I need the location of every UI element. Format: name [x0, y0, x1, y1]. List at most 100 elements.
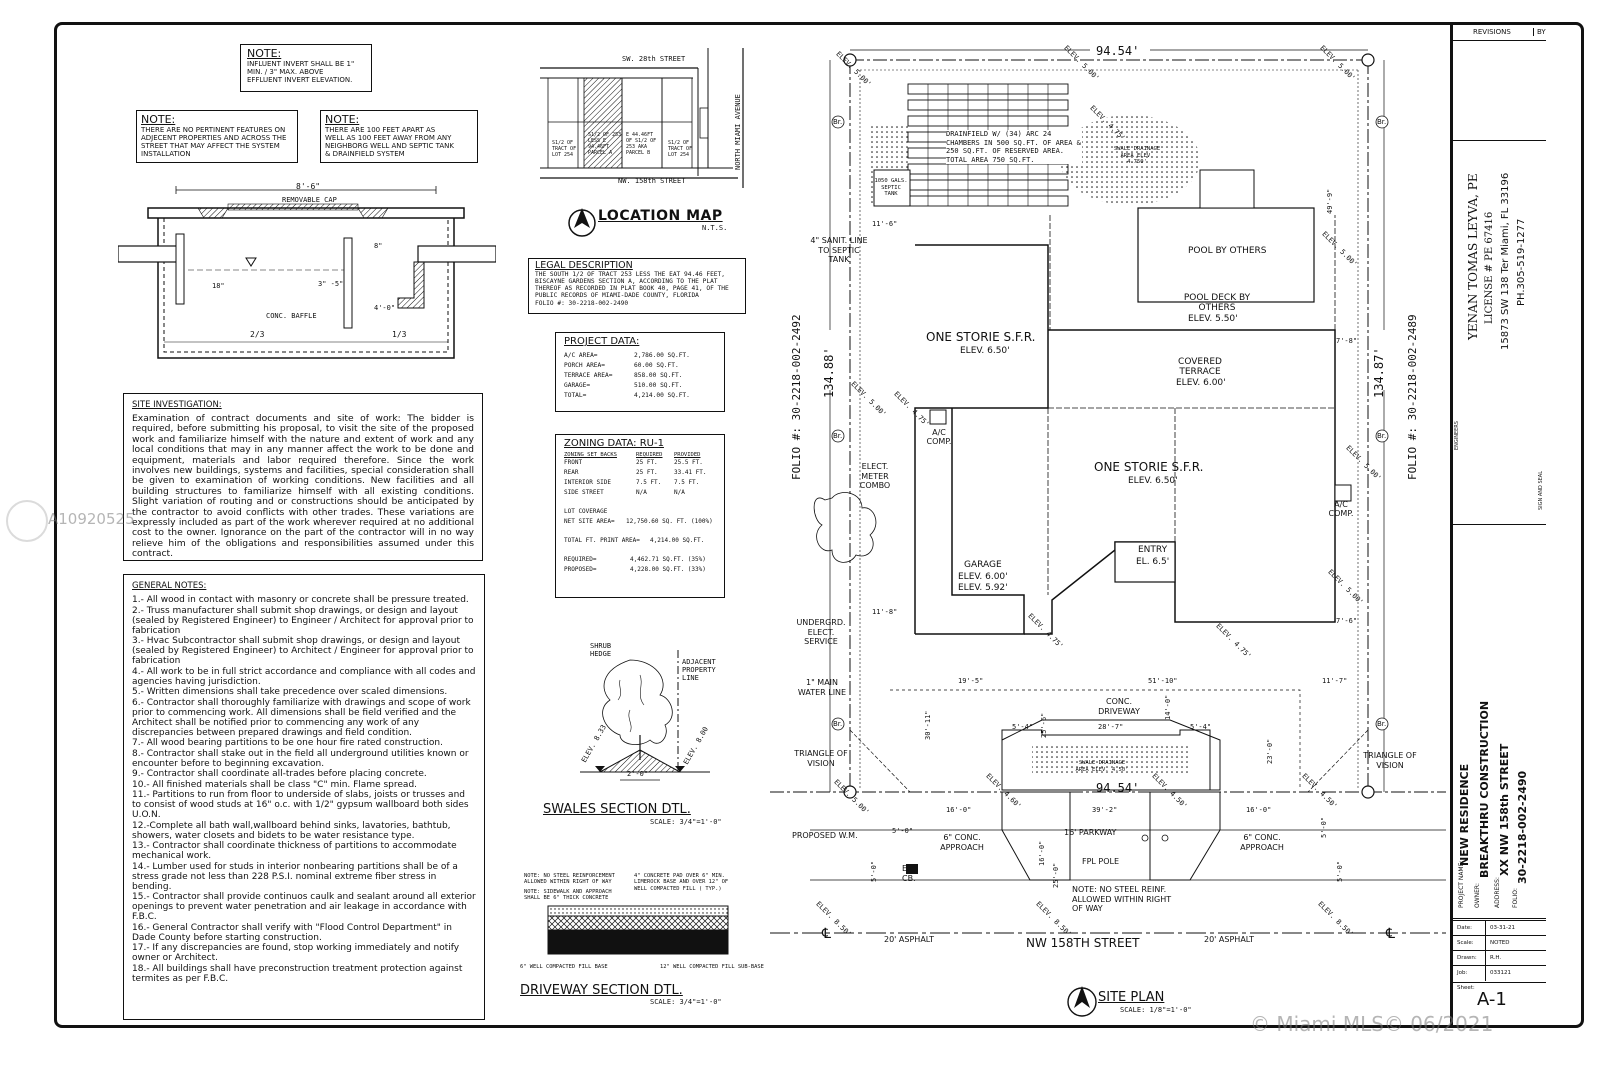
address-label: ADDRESS:	[1494, 877, 1501, 908]
zoning-required: REQUIRED=4,462.71 SQ.FT. (35%)	[564, 556, 716, 563]
legal-line: PUBLIC RECORDS OF MIAMI-DADE COUNTY, FLO…	[535, 292, 699, 300]
general-note-item: 3.- Hvac Subcontractor shall submit shop…	[132, 636, 474, 666]
driveway-note-1: NOTE: NO STEEL REINFORCEMENT ALLOWED WIT…	[524, 873, 615, 886]
zoning-value: 4,228.00 SQ.FT. (33%)	[630, 565, 706, 573]
site-sfr1: ONE STORIE S.F.R.	[926, 330, 1036, 344]
note-pertinent-line: ADJECENT PROPERTIES AND ACROSS THE	[141, 134, 287, 142]
general-notes-title: GENERAL NOTES:	[132, 581, 207, 591]
zoning-cell: N/A	[674, 488, 685, 496]
site-dim: 5'-0"	[892, 827, 914, 835]
note-influent: NOTE: INFLUENT INVERT SHALL BE 1" MIN. /…	[240, 44, 372, 92]
location-lot-2: S1/2 OF 253 LESS E 94.46FT PARCEL A	[588, 132, 622, 156]
engineer-area	[1453, 140, 1546, 141]
general-notes-list: 1.- All wood in contact with masonry or …	[132, 595, 476, 984]
note-hundred-title: NOTE:	[325, 113, 360, 126]
zoning-value: 12,750.60 SQ. FT. (100%)	[626, 517, 713, 525]
site-dim: 30'-11"	[924, 710, 932, 740]
site-bottom-dim: 94.54'	[1096, 781, 1140, 795]
zoning-head-cell: ZONING SET BACKS	[564, 451, 617, 458]
site-asphalt-right: 20' ASPHALT	[1204, 935, 1255, 944]
site-covered-elev: ELEV. 6.00'	[1176, 378, 1226, 388]
site-garage-elev1: ELEV. 6.00'	[958, 572, 1008, 582]
zoning-cell: 33.41 FT.	[674, 468, 707, 476]
site-ac1: A/C COMP.	[926, 428, 952, 446]
note-hundred-line: THERE ARE 100 FEET APART AS	[325, 126, 436, 134]
site-plan-title: SITE PLAN	[1098, 990, 1165, 1005]
site-water: 1" MAIN WATER LINE	[797, 678, 847, 697]
zoning-cell: INTERIOR SIDE	[564, 478, 611, 486]
project-data-value: 858.00 SQ.FT.	[634, 371, 683, 379]
zoning-label: TOTAL FT. PRINT AREA=	[564, 536, 640, 544]
project-data-value: 2,786.00 SQ.FT.	[634, 351, 690, 359]
general-note-item: 8.- Contractor shall stake out in the fi…	[132, 748, 469, 769]
site-triangle-left: TRIANGLE OF VISION	[794, 749, 848, 768]
driveway-base-1: 6" WELL COMPACTED FILL BASE	[520, 964, 608, 970]
site-asphalt-left: 20' ASPHALT	[884, 935, 935, 944]
septic-baffle: CONC. BAFFLE	[266, 312, 317, 320]
site-right-dim: 134.87'	[1372, 347, 1386, 398]
site-dim: 16'-0"	[946, 806, 972, 814]
site-investigation-box: SITE INVESTIGATION: Examination of contr…	[123, 393, 483, 561]
site-folio-right: FOLIO #: 30-2218-002-2489	[1406, 314, 1419, 480]
project-data-value: 60.00 SQ.FT.	[634, 361, 679, 369]
driveway-title: DRIVEWAY SECTION DTL.	[520, 983, 683, 998]
driveway-base-2: 12" WELL COMPACTED FILL SUB-BASE	[660, 964, 764, 970]
general-note-item: 9.- Contractor shall coordinate all-trad…	[132, 769, 427, 779]
project-data-label: GARAGE=	[564, 381, 591, 389]
site-garage: GARAGE	[964, 560, 1002, 570]
location-map	[540, 48, 750, 188]
site-dim: 39'-2"	[1092, 806, 1118, 814]
zoning-label: REQUIRED=	[564, 555, 597, 563]
general-note-item: 4.- All work to be in full strict accord…	[132, 666, 476, 687]
note-influent-line: MIN. / 3" MAX. ABOVE	[247, 68, 324, 76]
zoning-cell: 7.5 FT.	[674, 478, 700, 486]
site-sfr2-elev: ELEV. 6.50'	[1128, 476, 1178, 486]
location-map-title: LOCATION MAP	[598, 208, 723, 224]
general-note-item: 15.- Contractor shall provide continuos …	[132, 892, 476, 922]
folio-value: 30-2218-002-2490	[1516, 770, 1529, 884]
site-dim: 11'-7"	[1322, 677, 1348, 685]
legal-line: THE SOUTH 1/2 OF TRACT 253 LESS THE EAT …	[535, 270, 725, 278]
project-data-row: TERRACE AREA=858.00 SQ.FT.	[564, 371, 716, 381]
septic-ratio-right: 1/3	[392, 330, 407, 339]
site-entry: ENTRY	[1138, 545, 1168, 555]
site-septic-tank: 1050 GALS. SEPTIC TANK	[874, 178, 908, 197]
sheet-number: A-1	[1477, 989, 1507, 1010]
sheet-label: Sheet:	[1457, 985, 1475, 991]
septic-dim-8: 8"	[374, 242, 383, 250]
site-plan-drawing: ℄ ℄	[770, 49, 1446, 1017]
zoning-head-cell: REQUIRED	[636, 451, 663, 458]
general-note-item: 12.-Complete all bath wall,wallboard beh…	[132, 820, 451, 841]
site-dim: 7'-6"	[1336, 617, 1358, 625]
site-sfr1-elev: ELEV. 6.50'	[960, 346, 1010, 356]
project-data-value: 4,214.00 SQ.FT.	[634, 391, 690, 399]
legal-line: FOLIO #: 30-2218-002-2490	[535, 299, 629, 307]
site-br: Br.	[833, 432, 843, 440]
general-note-item: 10.- All finished materials shall be cla…	[132, 779, 418, 790]
watermark-mls: © Miami MLS© 06/2021	[1250, 1012, 1494, 1036]
general-note-item: 5.- Written dimensions shall take preced…	[132, 687, 448, 697]
location-map-scale: N.T.S.	[702, 224, 728, 232]
engineer-address: 15873 SW 138 Ter Miami, FL 33196	[1500, 172, 1511, 350]
folio-label: FOLIO:	[1512, 888, 1519, 908]
driveway-note-3: 4" CONCRETE PAD OVER 6" MIN. LIMEROCK BA…	[634, 873, 729, 892]
zoning-footprint: TOTAL FT. PRINT AREA=4,214.00 SQ.FT.	[564, 537, 716, 544]
site-investigation-text: Examination of contract documents and si…	[132, 413, 474, 560]
note-influent-line: INFLUENT INVERT SHALL BE 1"	[247, 60, 355, 68]
watermark-id: A10920525	[48, 510, 135, 528]
engineer-phone: PH.305-519-1277	[1516, 218, 1527, 306]
revisions-header: REVISIONS BY	[1453, 24, 1546, 41]
swales-shrub: SHRUB HEDGE	[590, 642, 612, 658]
site-covered: COVERED TERRACE	[1178, 357, 1222, 377]
project-data-row: TOTAL=4,214.00 SQ.FT.	[564, 391, 716, 401]
title-block-value: NOTED	[1490, 940, 1510, 946]
svg-text:℄: ℄	[821, 926, 831, 942]
note-pertinent: NOTE: THERE ARE NO PERTINENT FEATURES ON…	[136, 110, 298, 163]
title-block-value: R.H.	[1490, 955, 1502, 961]
general-note-item: 14.- Lumber used for studs in interior n…	[132, 861, 458, 892]
driveway-section-drawing	[547, 905, 729, 955]
